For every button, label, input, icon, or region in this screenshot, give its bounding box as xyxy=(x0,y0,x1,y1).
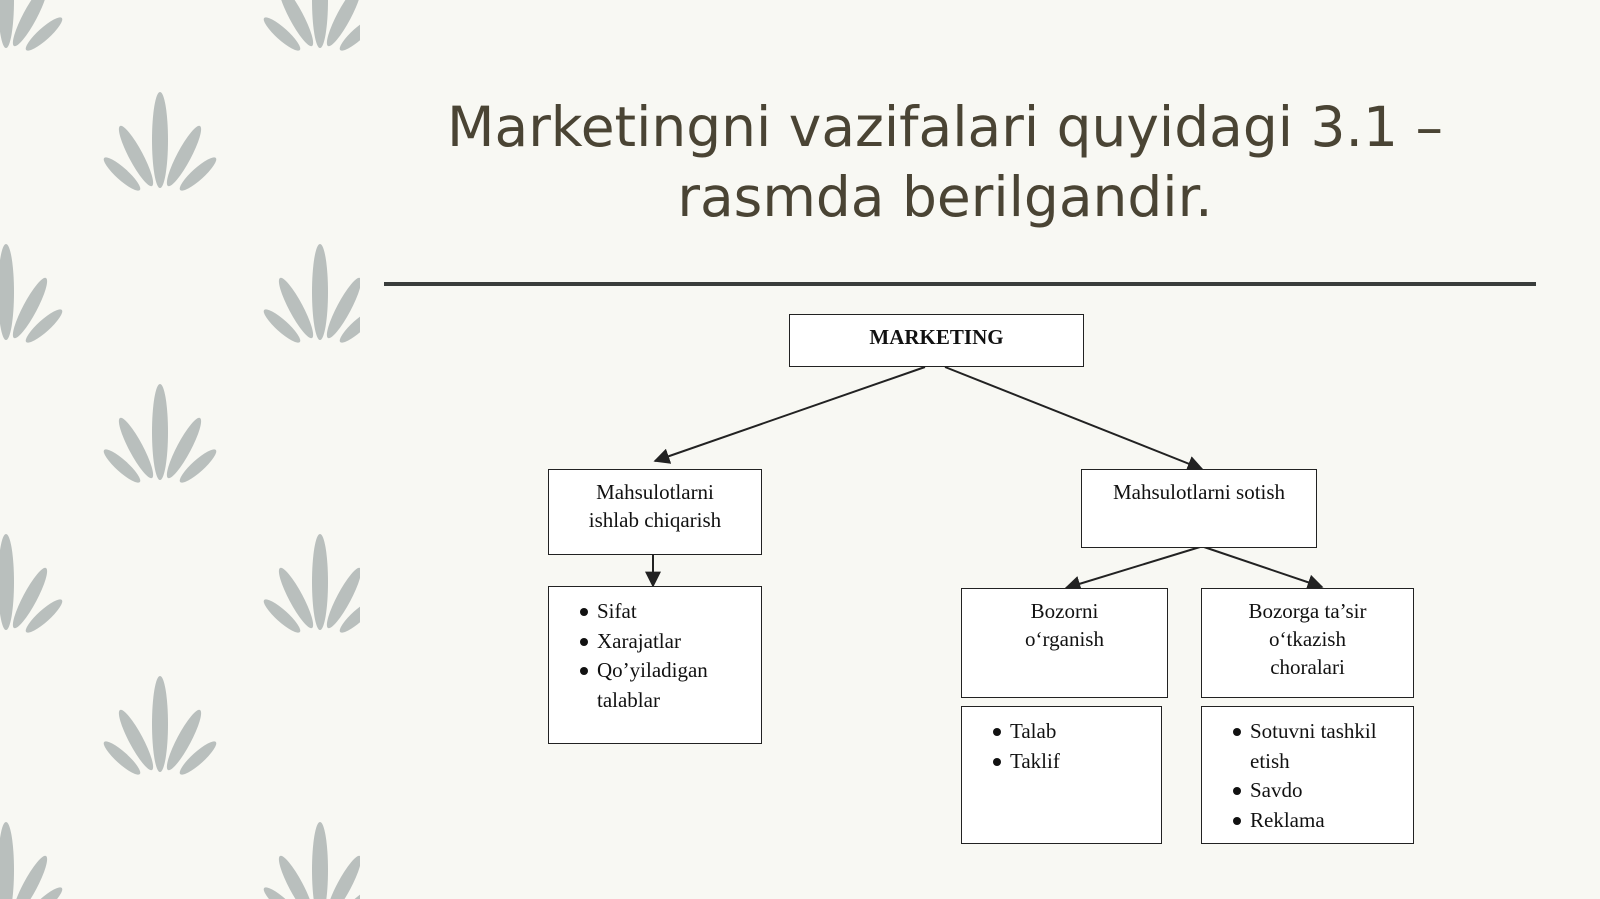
leaf-sprig-icon xyxy=(0,822,63,899)
list-item: Reklama xyxy=(1233,806,1413,836)
production-label-line-1: Mahsulotlarni xyxy=(596,480,714,504)
market-influence-label-line-1: Bozorga ta’sir xyxy=(1248,599,1367,623)
leaf-sprig-icon xyxy=(103,92,217,191)
slide-title-line-1: Marketingni vazifalari quyidagi 3.1 – xyxy=(447,95,1443,159)
market-influence-items-box: Sotuvni tashkil etish Savdo Reklama xyxy=(1201,706,1414,844)
list-item: Savdo xyxy=(1233,776,1413,806)
sales-box: Mahsulotlarni sotish xyxy=(1081,469,1317,548)
leaf-sprig-icon xyxy=(263,534,360,633)
production-items-list: Sifat Xarajatlar Qo’yiladigan talablar xyxy=(549,587,761,715)
leaf-pattern-decoration xyxy=(0,0,360,899)
market-influence-label-line-3: choralari xyxy=(1270,655,1345,679)
leaf-sprig-icon xyxy=(0,534,63,633)
arrow-sales-to-research xyxy=(1064,546,1201,592)
market-influence-label-line-2: o‘tkazish xyxy=(1269,627,1346,651)
list-item: Talab xyxy=(993,717,1161,747)
market-research-label-line-2: o‘rganish xyxy=(1025,627,1104,651)
arrow-root-to-production xyxy=(653,366,926,464)
market-research-label-line-1: Bozorni xyxy=(1030,599,1099,623)
list-item: Sotuvni tashkil etish xyxy=(1233,717,1413,776)
list-item: Xarajatlar xyxy=(580,627,761,657)
market-research-items-box: Talab Taklif xyxy=(961,706,1162,844)
production-box: Mahsulotlarni ishlab chiqarish xyxy=(548,469,762,555)
leaf-sprig-icon xyxy=(263,244,360,343)
marketing-root-box: MARKETING xyxy=(789,314,1084,367)
market-research-box: Bozorni o‘rganish xyxy=(961,588,1168,698)
market-influence-box: Bozorga ta’sir o‘tkazish choralari xyxy=(1201,588,1414,698)
marketing-root-label: MARKETING xyxy=(869,325,1004,349)
sales-label: Mahsulotlarni sotish xyxy=(1112,480,1286,504)
list-item: Qo’yiladigan talablar xyxy=(580,656,761,715)
production-label-line-2: ishlab chiqarish xyxy=(588,508,722,532)
slide-title-line-2: rasmda berilgandir. xyxy=(677,165,1213,229)
slide-title: Marketingni vazifalari quyidagi 3.1 – ra… xyxy=(420,92,1470,232)
list-item: Taklif xyxy=(993,747,1161,777)
production-items-box: Sifat Xarajatlar Qo’yiladigan talablar xyxy=(548,586,762,744)
leaf-sprig-icon xyxy=(103,384,217,483)
leaf-sprig-icon xyxy=(103,676,217,775)
arrow-root-to-sales xyxy=(944,366,1204,472)
title-divider xyxy=(384,282,1536,286)
leaf-sprig-icon xyxy=(263,0,360,51)
list-item: Sifat xyxy=(580,597,761,627)
arrow-sales-to-influence xyxy=(1203,546,1324,590)
leaf-sprig-icon xyxy=(263,822,360,899)
leaf-sprig-icon xyxy=(0,0,63,51)
leaf-sprig-icon xyxy=(0,244,63,343)
market-research-items-list: Talab Taklif xyxy=(962,707,1161,776)
market-influence-items-list: Sotuvni tashkil etish Savdo Reklama xyxy=(1202,707,1413,835)
